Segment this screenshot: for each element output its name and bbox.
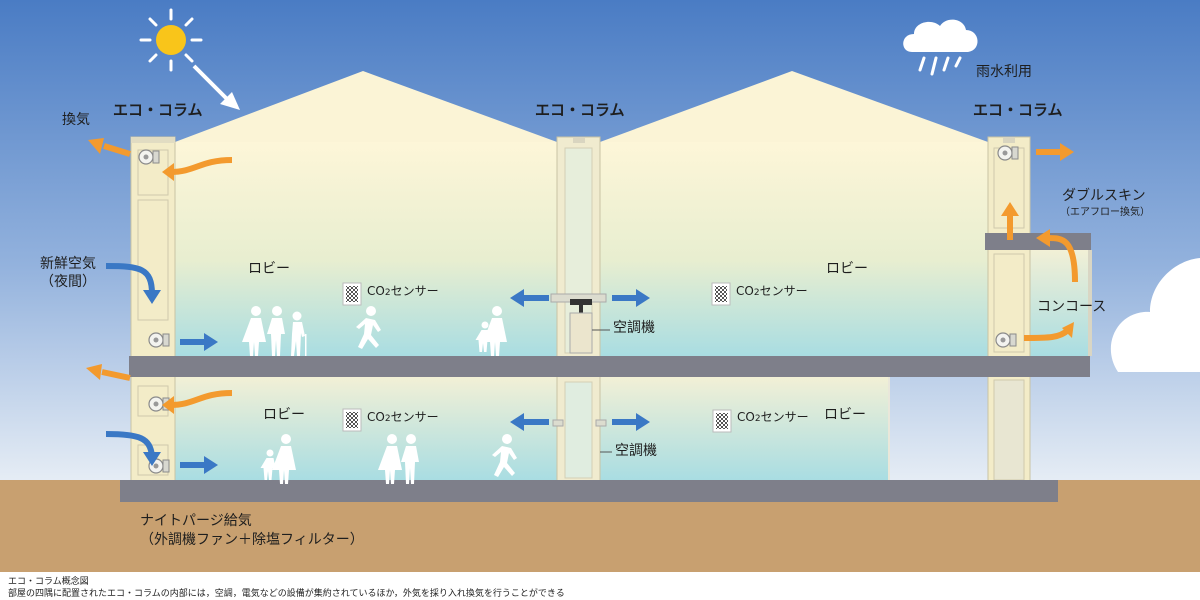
night-purge-label-line1: ナイトパージ給気 bbox=[140, 513, 252, 529]
caption-title: エコ・コラム概念図 bbox=[8, 577, 89, 587]
co2-subscript: 2 bbox=[384, 288, 391, 298]
co2-prefix: CO bbox=[367, 284, 385, 298]
eco-column-label-right: エコ・コラム bbox=[973, 101, 1063, 119]
co2-prefix: CO bbox=[736, 284, 754, 298]
lower-lobby-right bbox=[600, 377, 888, 480]
exhaust-arrowhead bbox=[162, 163, 174, 181]
co2-suffix: センサー bbox=[390, 410, 439, 424]
supply-arrowhead bbox=[204, 333, 218, 351]
lower-lobby-left bbox=[175, 377, 557, 480]
exhaust-arrowhead bbox=[1036, 229, 1050, 247]
supply-arrows bbox=[105, 263, 638, 468]
rain-cloud-icon bbox=[903, 19, 978, 76]
eco-column-right bbox=[987, 136, 1031, 483]
co2-prefix: CO bbox=[737, 410, 755, 424]
exhaust-arrowhead bbox=[86, 364, 102, 380]
fresh-air-line1: 新鮮空気 bbox=[40, 256, 96, 272]
exhaust-arrowhead bbox=[88, 138, 104, 154]
eco-column-center bbox=[556, 136, 601, 483]
double-skin-sublabel: （エアフロー換気） bbox=[1060, 207, 1150, 218]
air-conditioner-label-lower: 空調機 bbox=[615, 443, 657, 459]
caption-text: 部屋の四隅に配置されたエコ・コラムの内部には，空調，電気などの設備が集約されてい… bbox=[8, 589, 565, 599]
co2-subscript: 2 bbox=[754, 414, 761, 424]
double-skin-deck bbox=[985, 233, 1091, 250]
co2-subscript: 2 bbox=[753, 288, 760, 298]
floor-slab-upper bbox=[129, 356, 1090, 377]
roof-right bbox=[600, 71, 988, 142]
supply-arrowhead bbox=[636, 289, 650, 307]
concourse-label: コンコース bbox=[1037, 299, 1107, 315]
roof-left bbox=[175, 71, 557, 142]
cloud-right bbox=[1110, 258, 1200, 372]
co2-sensor-label: CO2センサー bbox=[737, 410, 809, 425]
ventilation-label: 換気 bbox=[62, 112, 90, 128]
sun-icon bbox=[139, 8, 203, 72]
supply-arrowhead bbox=[143, 452, 161, 466]
supply-arrowhead bbox=[510, 289, 524, 307]
lobby-label-lower-left: ロビー bbox=[263, 407, 305, 423]
co2-suffix: センサー bbox=[759, 284, 808, 298]
air-conditioner-label-upper: 空調機 bbox=[613, 320, 655, 336]
co2-prefix: CO bbox=[367, 410, 385, 424]
supply-arrowhead bbox=[204, 456, 218, 474]
eco-column-label-left: エコ・コラム bbox=[113, 101, 203, 119]
co2-sensor-label: CO2センサー bbox=[367, 284, 439, 299]
co2-sensor-label: CO2センサー bbox=[736, 284, 808, 299]
exhaust-arrowhead bbox=[1062, 322, 1074, 338]
exhaust-arrowhead bbox=[1060, 143, 1074, 161]
fresh-air-label: 新鮮空気 （夜間） bbox=[28, 256, 108, 291]
upper-lobby-right bbox=[600, 142, 988, 356]
co2-suffix: センサー bbox=[760, 410, 809, 424]
fresh-air-line2: （夜間） bbox=[40, 273, 96, 290]
double-skin-label: ダブルスキン bbox=[1062, 188, 1146, 204]
co2-sensor-label: CO2センサー bbox=[367, 410, 439, 425]
sunlight-arrow bbox=[192, 64, 240, 110]
co2-subscript: 2 bbox=[384, 414, 391, 424]
supply-arrowhead bbox=[510, 413, 524, 431]
supply-arrowhead bbox=[636, 413, 650, 431]
floor-slab-ground bbox=[120, 480, 1058, 502]
supply-arrowhead bbox=[143, 290, 161, 304]
air-conditioner-unit bbox=[550, 293, 612, 453]
lobby-label-lower-right: ロビー bbox=[824, 407, 866, 423]
exhaust-arrowhead bbox=[162, 396, 174, 414]
lobby-label-upper-right: ロビー bbox=[826, 261, 868, 277]
co2-suffix: センサー bbox=[390, 284, 439, 298]
exhaust-arrowhead bbox=[1001, 202, 1019, 216]
night-purge-label-line2: （外調機ファン＋除塩フィルター） bbox=[140, 532, 364, 548]
eco-column-left bbox=[130, 136, 176, 483]
rainwater-label: 雨水利用 bbox=[976, 64, 1032, 80]
lobby-label-upper-left: ロビー bbox=[248, 261, 290, 277]
eco-column-label-center: エコ・コラム bbox=[535, 101, 625, 119]
